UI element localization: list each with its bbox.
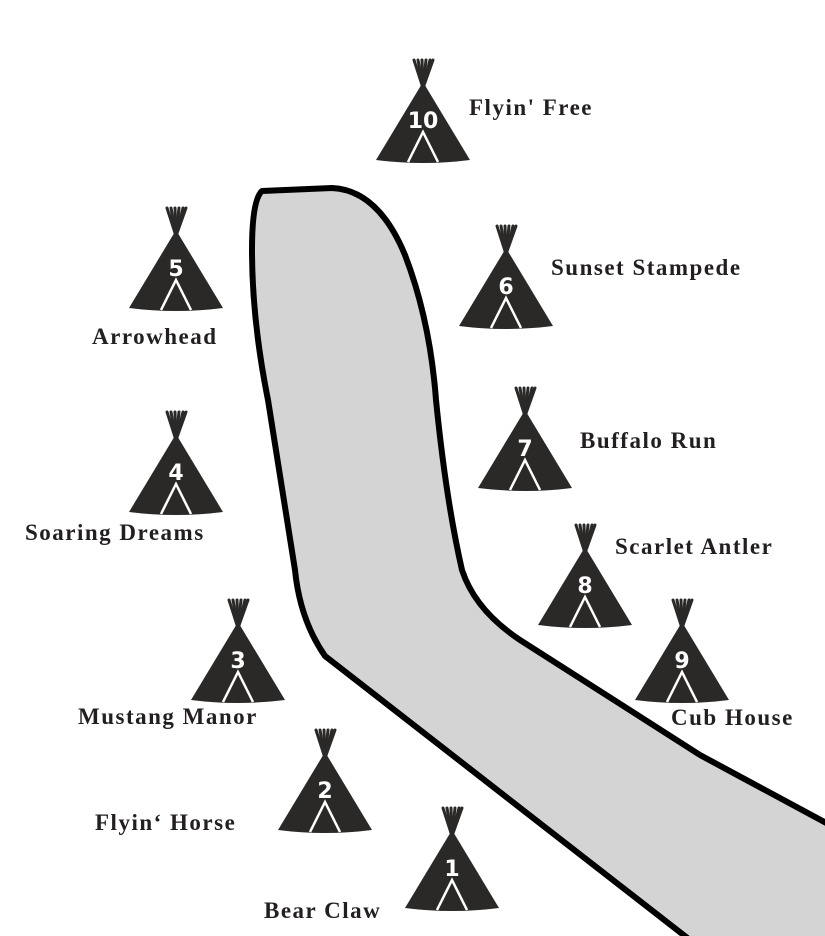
tipi-body [538, 547, 632, 628]
tipi-pole [421, 58, 435, 90]
tipi-body [278, 752, 372, 833]
tipi-icon: 1 [405, 806, 499, 911]
tipi-number: 2 [317, 779, 332, 804]
site-label: Flyin' Free [469, 95, 593, 120]
tipi-body [129, 434, 223, 515]
site-label: Flyin‘ Horse [95, 810, 236, 835]
site-label: Buffalo Run [580, 428, 717, 453]
tipi-pole [323, 728, 337, 760]
site-label: Cub House [671, 705, 794, 730]
tipi-door [221, 669, 255, 703]
tipi-icon: 9 [635, 598, 729, 703]
tipi-pole [450, 806, 464, 838]
tipi-pole [236, 598, 250, 630]
tipi-pole [174, 410, 188, 442]
tipi-number: 8 [577, 574, 592, 599]
site-label: Arrowhead [92, 324, 218, 349]
tipi-body [459, 248, 553, 329]
site-label: Scarlet Antler [615, 534, 773, 559]
tipi-icon: 2 [278, 728, 372, 833]
tipi-icon: 6 [459, 224, 553, 329]
tipi-pole [504, 224, 518, 256]
tipi-door [159, 277, 193, 311]
tipi-body [129, 230, 223, 311]
tipi-number: 3 [230, 649, 245, 674]
tipi-body [478, 410, 572, 491]
tipi-number: 5 [168, 257, 183, 282]
tipi-number: 4 [168, 461, 183, 486]
tipi-body [635, 622, 729, 703]
site-label: Sunset Stampede [551, 255, 742, 280]
site-label: Mustang Manor [78, 704, 258, 729]
tipi-number: 6 [498, 275, 513, 300]
tipi-number: 7 [517, 437, 532, 462]
central-path [249, 185, 825, 936]
tipi-icon: 5 [129, 206, 223, 311]
tipi-door [489, 295, 523, 329]
tipi-door [159, 481, 193, 515]
tipi-number: 9 [674, 649, 689, 674]
tipi-pole [680, 598, 694, 630]
tipi-body [405, 830, 499, 911]
tipi-pole [583, 523, 597, 555]
tipi-body [376, 82, 470, 163]
tipi-icon: 3 [191, 598, 285, 703]
tipi-body [191, 622, 285, 703]
tipi-door [435, 877, 469, 911]
tipi-icon: 10 [376, 58, 470, 163]
tipi-door [406, 129, 440, 163]
site-label: Soaring Dreams [25, 520, 205, 545]
tipi-pole [174, 206, 188, 238]
tipi-door [665, 669, 699, 703]
tipi-number: 1 [444, 857, 459, 882]
tipi-icon: 7 [478, 386, 572, 491]
tipi-door [308, 799, 342, 833]
tipi-door [508, 457, 542, 491]
site-label: Bear Claw [264, 898, 381, 923]
tipi-icon: 4 [129, 410, 223, 515]
tipi-icon: 8 [538, 523, 632, 628]
tipi-number: 10 [408, 109, 439, 134]
tipi-pole [523, 386, 537, 418]
tipi-door [568, 594, 602, 628]
